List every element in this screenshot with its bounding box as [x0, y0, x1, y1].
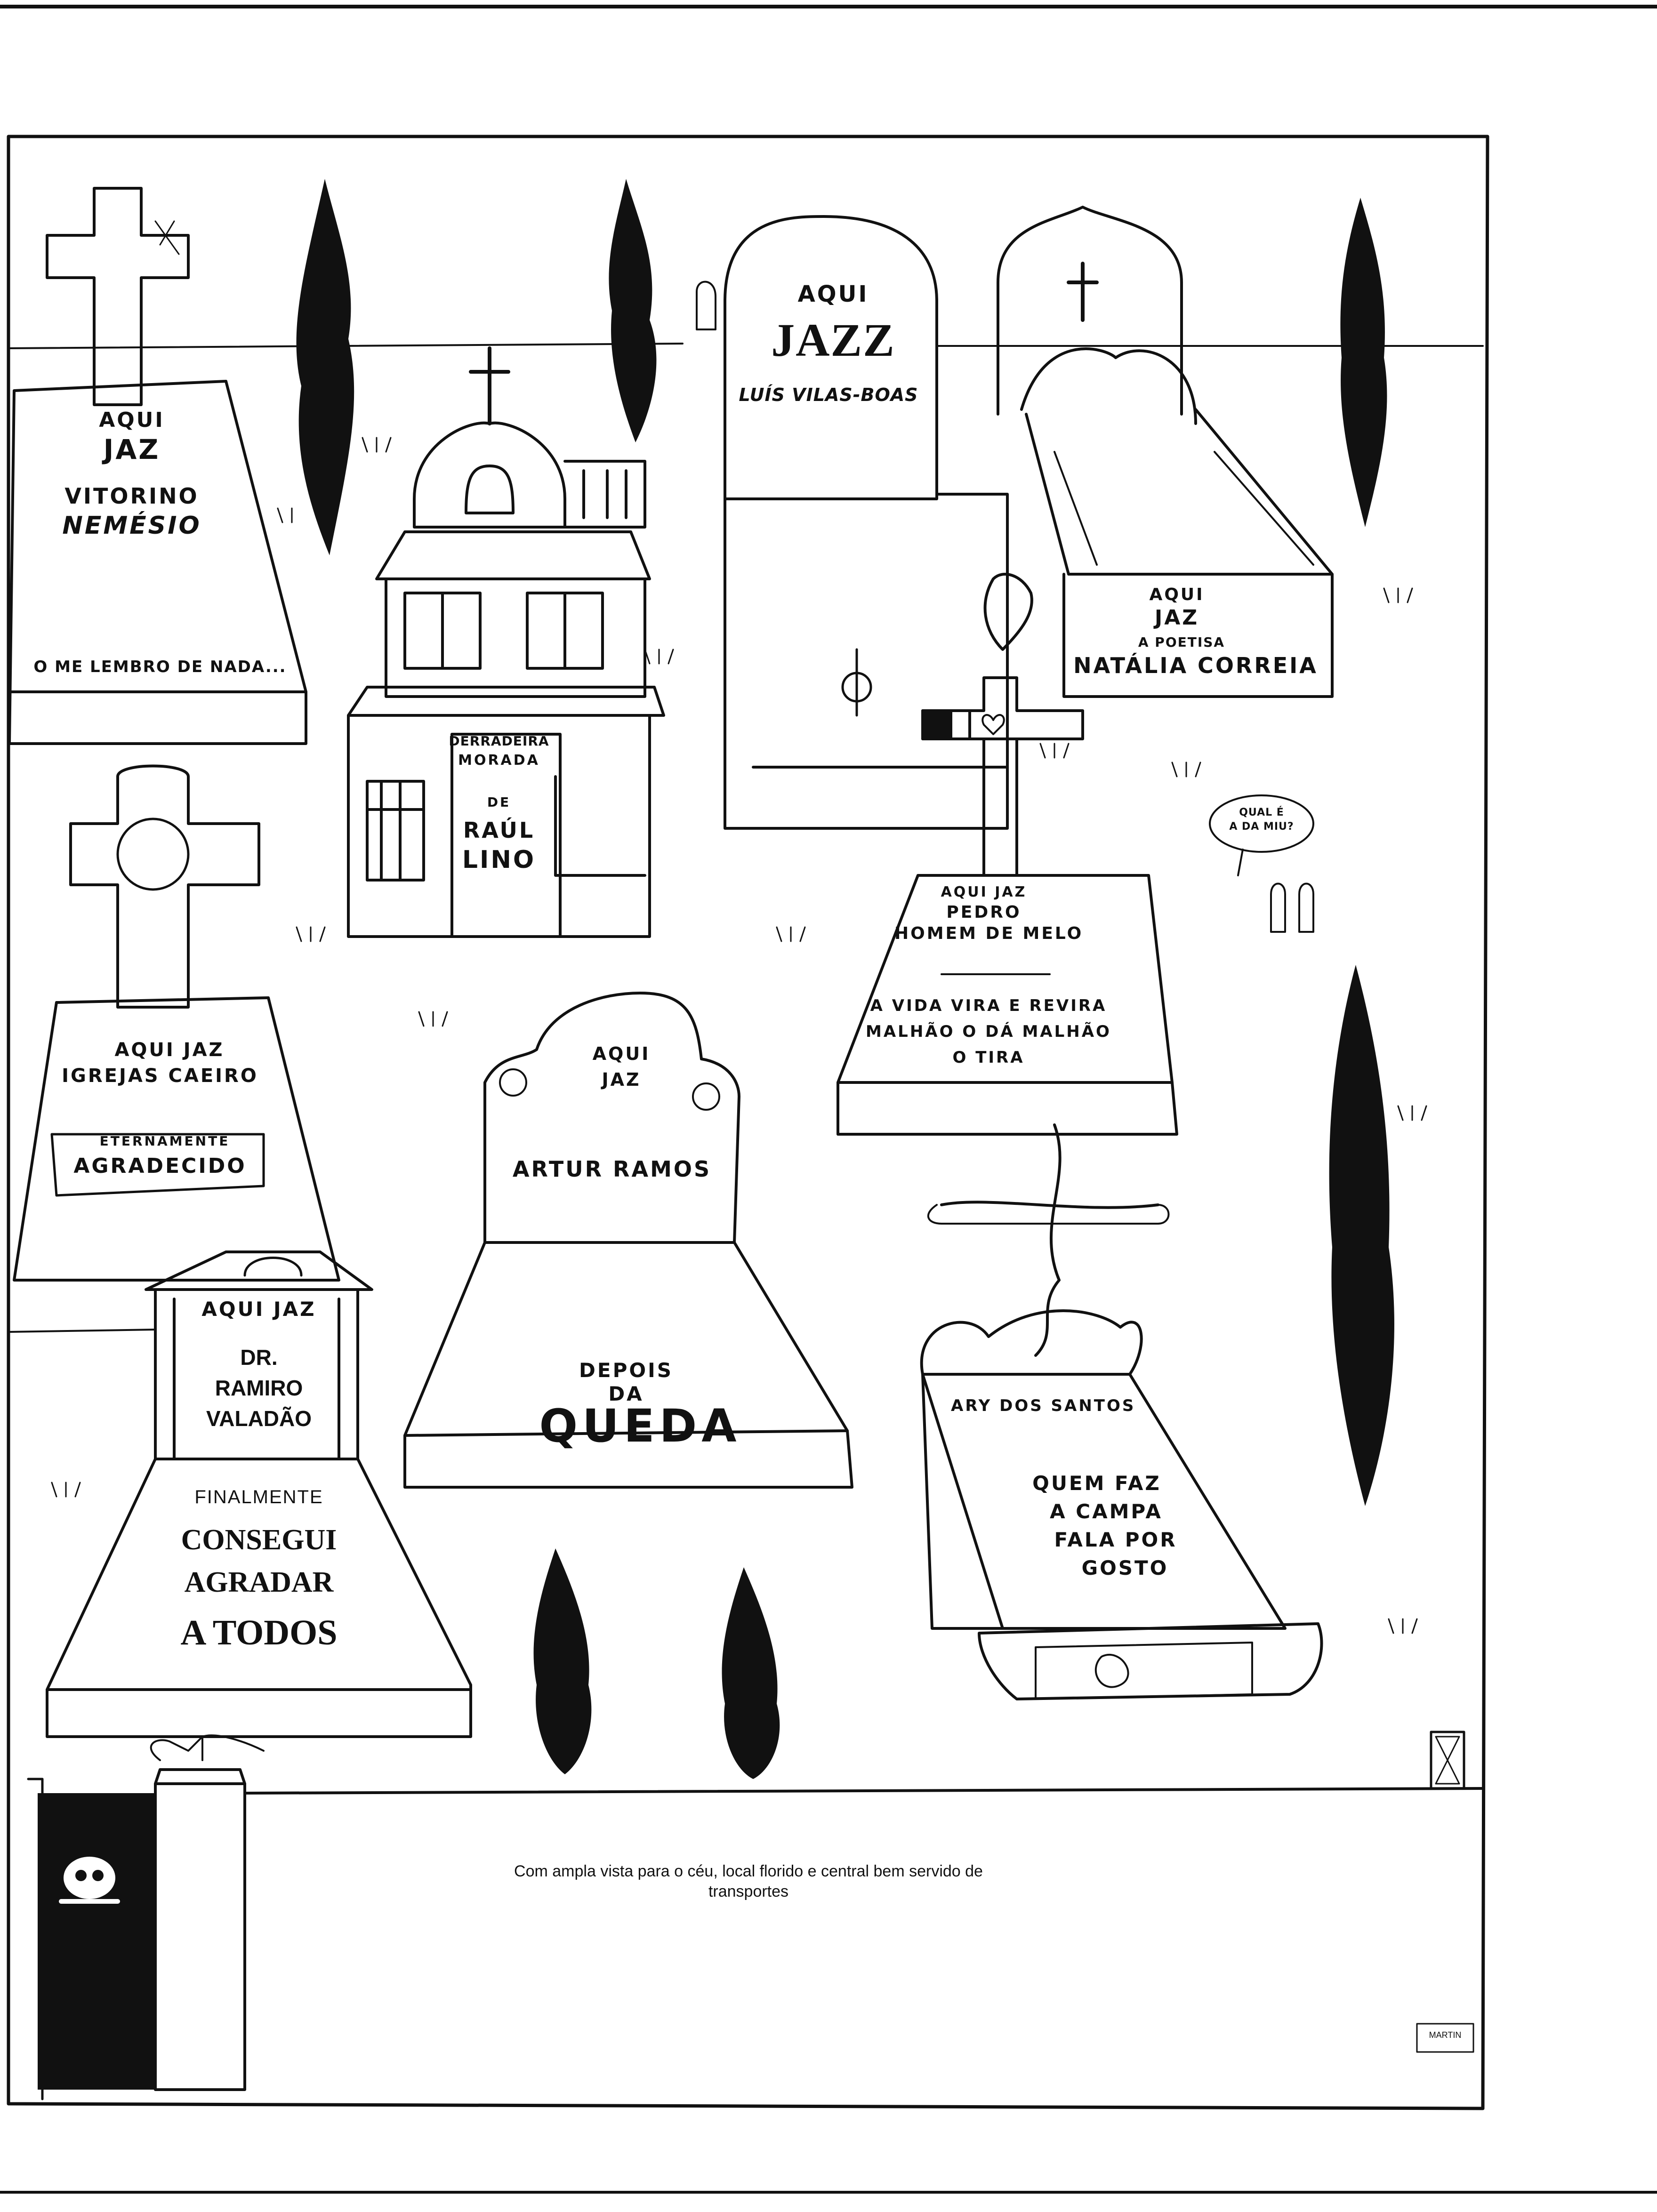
grave-ramos: [403, 992, 853, 1489]
grave-nemesio: [8, 187, 307, 745]
valadao-line-4: VALADÃO: [206, 1406, 312, 1431]
nemesio-epitaph: O ME LEMBRO DE NADA...: [33, 657, 287, 676]
valadao-epitaph-2: CONSEGUI: [181, 1524, 337, 1556]
cypress-tree-icon: [296, 179, 1394, 1779]
valadao-epitaph-3: AGRADAR: [184, 1566, 334, 1598]
nemesio-line-2: JAZ: [103, 433, 161, 465]
ramos-epitaph-3: QUEDA: [539, 1400, 741, 1452]
cross-icon: [46, 187, 190, 406]
cross-icon: [469, 346, 510, 425]
grave-vilasboas: [696, 215, 1009, 830]
ary-epitaph-4: GOSTO: [1081, 1556, 1169, 1579]
cross-icon: [1067, 262, 1099, 322]
nemesio-line-1: AQUI: [99, 408, 165, 432]
bell-icon: [465, 465, 515, 514]
hourglass-icon: [1430, 1731, 1465, 1790]
speech-bubble-line-1: QUAL É: [1239, 807, 1284, 818]
cross-icon: [69, 764, 260, 1009]
caption: Com ampla vista para o céu, local florid…: [514, 1862, 983, 1900]
natalia-line-2: JAZ: [1154, 606, 1199, 630]
heart-icon: [981, 714, 1005, 735]
valadao-line-3: RAMIRO: [215, 1376, 303, 1400]
pedro-epitaph-1: A VIDA VIRA E REVIRA: [870, 996, 1107, 1015]
cemetery-gate: [27, 1734, 265, 2100]
ramos-line-3: ARTUR RAMOS: [512, 1156, 712, 1182]
ramos-epitaph-2: DA: [608, 1382, 644, 1405]
vilasboas-line-2: JAZZ: [771, 314, 895, 366]
lino-line-5: LINO: [462, 846, 536, 874]
lino-line-4: RAÚL: [463, 817, 535, 843]
ramos-line-2: JAZ: [602, 1069, 641, 1090]
skull-icon: [64, 1857, 115, 1899]
ramos-epitaph-1: DEPOIS: [579, 1359, 673, 1382]
grave-lino-house: [347, 346, 665, 938]
valadao-epitaph-4: A TODOS: [180, 1613, 338, 1652]
ary-epitaph-1: QUEM FAZ: [1032, 1472, 1161, 1495]
grave-valadao: [46, 1250, 472, 1738]
grave-natalia: [997, 206, 1334, 698]
signature: MARTIN: [1429, 2030, 1462, 2040]
lino-line-3: DE: [487, 794, 511, 810]
valadao-epitaph-1: FINALMENTE: [194, 1487, 323, 1507]
pedro-line-1: AQUI JAZ: [941, 884, 1027, 900]
caeiro-line-2: IGREJAS CAEIRO: [62, 1065, 258, 1087]
pedro-line-2: PEDRO: [946, 903, 1022, 922]
lino-line-1: DERRADEIRA: [449, 733, 549, 749]
vilasboas-line-3: LUÍS VILAS-BOAS: [739, 385, 918, 405]
grave-pedro: [837, 573, 1178, 1136]
valadao-line-1: AQUI JAZ: [201, 1298, 316, 1321]
caeiro-ribbon-1: ETERNAMENTE: [99, 1133, 230, 1149]
signature-box: [1416, 2023, 1474, 2053]
grass-tufts: [51, 437, 1427, 1634]
pedro-line-3: HOMEM DE MELO: [894, 924, 1084, 943]
speech-bubble-line-2: A DA MIU?: [1229, 821, 1294, 833]
pedro-epitaph-3: O TIRA: [952, 1048, 1025, 1067]
drawing-frame: [7, 135, 1489, 2110]
pedro-epitaph-2: MALHÃO O DÁ MALHÃO: [866, 1022, 1111, 1041]
cemetery-wall: [243, 1787, 1484, 1795]
rooster-icon: [983, 573, 1033, 651]
grave-ary: [920, 1123, 1323, 1700]
natalia-line-3: A POETISA: [1138, 634, 1225, 650]
caeiro-line-1: AQUI JAZ: [114, 1039, 225, 1061]
speech-bubble: [1209, 794, 1314, 933]
nemesio-line-4: NEMÉSIO: [62, 512, 201, 540]
ramos-line-1: AQUI: [592, 1043, 651, 1064]
lino-line-2: MORADA: [458, 752, 540, 769]
natalia-line-1: AQUI: [1149, 585, 1205, 604]
gate-door: [38, 1793, 155, 2090]
cemetery-wall-left: [8, 1329, 156, 1333]
vilasboas-line-1: AQUI: [797, 281, 869, 307]
ary-epitaph-2: A CAMPA: [1050, 1500, 1163, 1523]
nemesio-line-3: VITORINO: [64, 483, 199, 509]
grave-caeiro: [13, 764, 340, 1282]
ary-epitaph-3: FALA POR: [1054, 1528, 1177, 1551]
natalia-line-4: NATÁLIA CORREIA: [1073, 653, 1318, 678]
valadao-line-2: DR.: [240, 1345, 278, 1370]
caeiro-ribbon-2: AGRADECIDO: [73, 1154, 247, 1178]
ary-line-1: ARY DOS SANTOS: [951, 1396, 1136, 1415]
cross-icon: [940, 1123, 1159, 1357]
